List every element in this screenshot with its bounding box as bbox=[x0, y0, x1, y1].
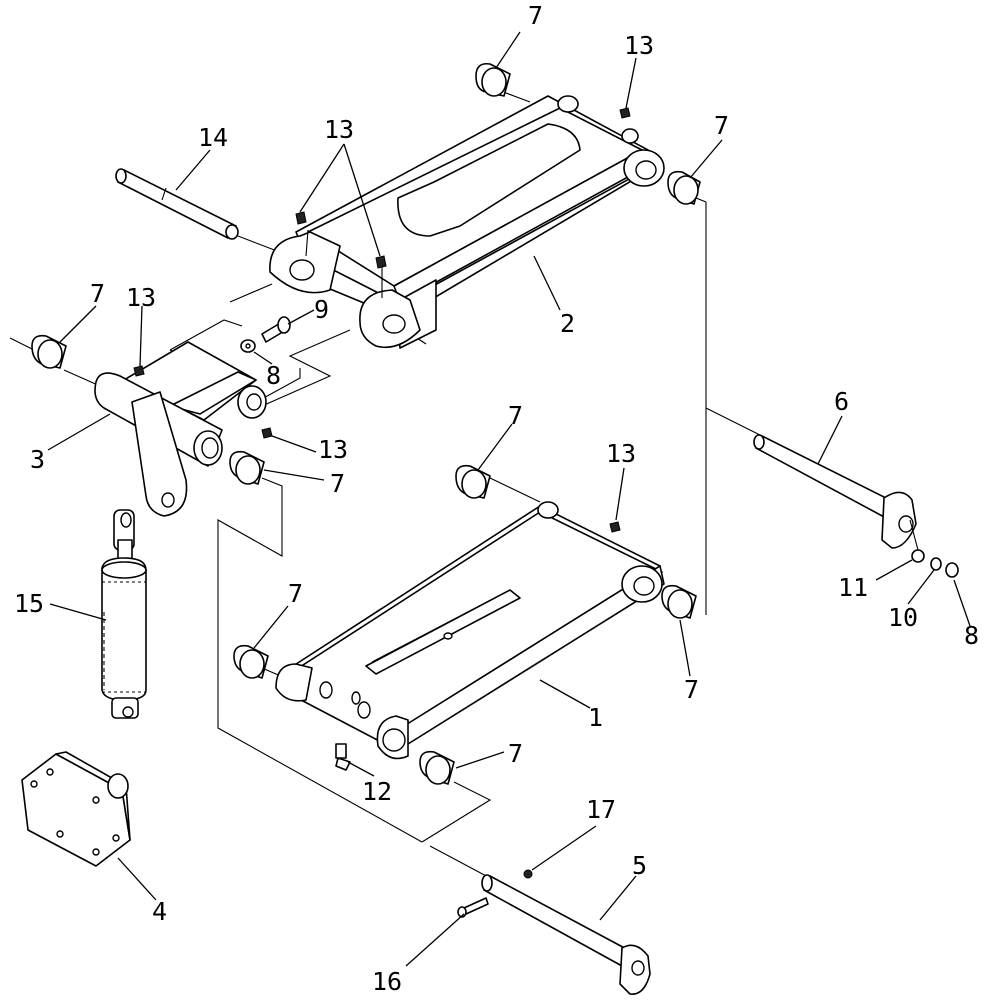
leader-lines bbox=[47, 31, 971, 967]
callout-4: 4 bbox=[152, 897, 167, 926]
plate-part-4 bbox=[21, 751, 131, 867]
callout-15: 15 bbox=[14, 589, 44, 618]
bushing-lever bbox=[229, 450, 265, 485]
bushing-lower-left bbox=[233, 644, 269, 679]
bushings bbox=[31, 62, 701, 785]
bushing-upper-right bbox=[667, 170, 701, 205]
callout-7-mid: 7 bbox=[508, 401, 523, 430]
callout-7-lower-right: 7 bbox=[684, 675, 699, 704]
callout-7-bottom: 7 bbox=[508, 739, 523, 768]
pin-part-5 bbox=[481, 874, 651, 995]
callout-7-lever: 7 bbox=[330, 469, 345, 498]
bushing-bottom bbox=[419, 750, 455, 785]
small-hardware bbox=[133, 107, 959, 918]
callout-3: 3 bbox=[30, 445, 45, 474]
bushing-left bbox=[31, 334, 67, 369]
callouts: 7 13 13 14 7 7 13 9 8 2 3 13 7 7 13 6 15… bbox=[14, 1, 979, 996]
callout-6: 6 bbox=[834, 387, 849, 416]
callout-7-upper-right: 7 bbox=[714, 111, 729, 140]
bushing-lower-right bbox=[661, 584, 697, 619]
callout-7-lower-left: 7 bbox=[288, 579, 303, 608]
callout-12: 12 bbox=[362, 777, 392, 806]
callout-17: 17 bbox=[586, 795, 616, 824]
upper-arm-part-2 bbox=[269, 95, 665, 349]
callout-7-left: 7 bbox=[90, 279, 105, 308]
callout-13-lever: 13 bbox=[318, 435, 348, 464]
callout-13-arm1: 13 bbox=[606, 439, 636, 468]
callout-5: 5 bbox=[632, 851, 647, 880]
callout-13-top: 13 bbox=[624, 31, 654, 60]
callout-8-left: 8 bbox=[266, 361, 281, 390]
callout-11: 11 bbox=[838, 573, 868, 602]
callout-9: 9 bbox=[314, 295, 329, 324]
callout-2: 2 bbox=[560, 309, 575, 338]
callout-13-arm2: 13 bbox=[324, 115, 354, 144]
lower-arm-part-1 bbox=[275, 501, 665, 760]
pin-part-6 bbox=[753, 434, 917, 549]
callout-7-top: 7 bbox=[528, 1, 543, 30]
callout-14: 14 bbox=[198, 123, 228, 152]
callout-10: 10 bbox=[888, 603, 918, 632]
callout-13-left: 13 bbox=[126, 283, 156, 312]
lever-part-3 bbox=[94, 341, 267, 517]
pin-part-14 bbox=[115, 168, 239, 240]
callout-16: 16 bbox=[372, 967, 402, 996]
callout-8-right: 8 bbox=[964, 621, 979, 650]
bushing-mid bbox=[455, 464, 491, 499]
shock-absorber-part-15 bbox=[101, 509, 147, 719]
bushing-top bbox=[475, 62, 511, 97]
callout-1: 1 bbox=[588, 703, 603, 732]
